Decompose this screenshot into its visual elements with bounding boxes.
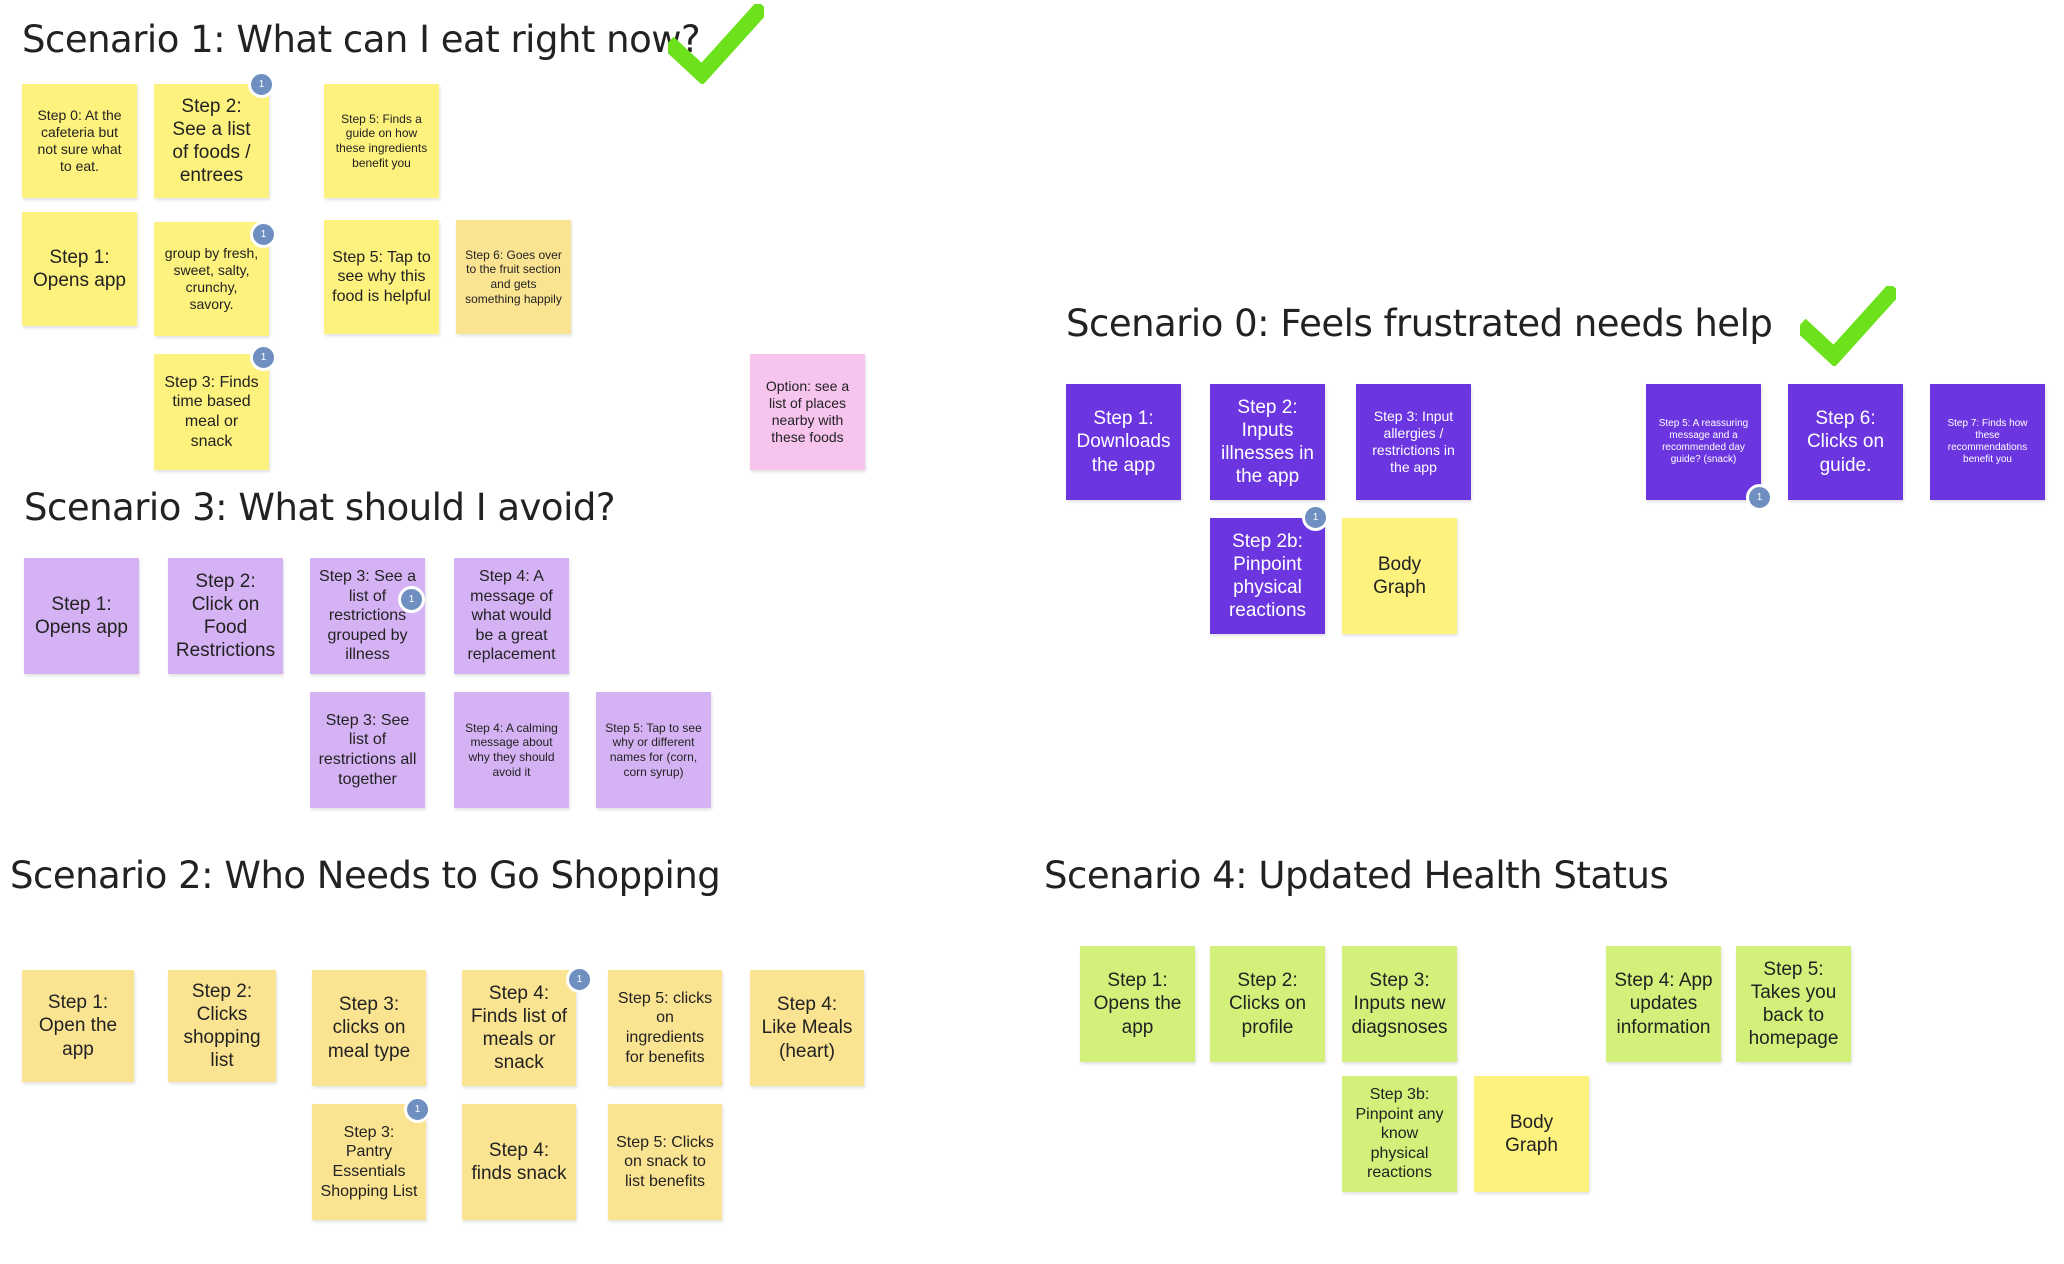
sticky-note: Step 3: Input allergies / restrictions i… [1356,384,1471,500]
comment-badge-icon[interactable]: 1 [1746,484,1773,511]
sticky-note: Step 0: At the cafeteria but not sure wh… [22,84,137,198]
sticky-note: Step 7: Finds how these recommendations … [1930,384,2045,500]
sticky-note: Step 6: Goes over to the fruit section a… [456,220,571,334]
sticky-note: Step 4: A message of what would be a gre… [454,558,569,674]
sticky-note: Step 3: See a list of restrictions group… [310,558,425,674]
sticky-note: Step 5: Tap to see why this food is help… [324,220,439,334]
sticky-note: Step 3: See list of restrictions all tog… [310,692,425,808]
comment-badge-icon[interactable]: 1 [404,1096,431,1123]
sticky-note: Option: see a list of places nearby with… [750,354,865,470]
comment-badge-icon[interactable]: 1 [1302,504,1329,531]
sticky-note: Step 1: Opens app [22,212,137,326]
sticky-note: Step 2: Click on Food Restrictions [168,558,283,674]
sticky-note: Step 1: Downloads the app [1066,384,1181,500]
sticky-note: Step 5: clicks on ingredients for benefi… [608,970,722,1086]
sticky-note: Step 4: finds snack [462,1104,576,1220]
sticky-note: Step 4: Like Meals (heart) [750,970,864,1086]
scenario-0-heading: Scenario 0: Feels frustrated needs help [1066,302,1773,345]
comment-badge-icon[interactable]: 1 [250,221,277,248]
checkmark-icon [668,4,764,84]
sticky-note: Step 5: A reassuring message and a recom… [1646,384,1761,500]
sticky-note: Step 5: Tap to see why or different name… [596,692,711,808]
sticky-note: Step 5: Clicks on snack to list benefits [608,1104,722,1220]
sticky-note: Step 3: clicks on meal type [312,970,426,1086]
sticky-note: Step 5: Finds a guide on how these ingre… [324,84,439,198]
comment-badge-icon[interactable]: 1 [566,966,593,993]
sticky-note: Step 5: Takes you back to homepage [1736,946,1851,1062]
checkmark-icon [1800,286,1896,366]
sticky-note: Step 6: Clicks on guide. [1788,384,1903,500]
sticky-note: Step 3: Finds time based meal or snack [154,354,269,470]
scenario-3-heading: Scenario 3: What should I avoid? [24,486,615,529]
scenario-2-heading: Scenario 2: Who Needs to Go Shopping [10,854,721,897]
sticky-note: group by fresh, sweet, salty, crunchy, s… [154,222,269,336]
sticky-note: Body Graph [1342,518,1457,634]
sticky-note: Body Graph [1474,1076,1589,1192]
sticky-note: Step 2: Clicks on profile [1210,946,1325,1062]
sticky-note: Step 2: Clicks shopping list [168,970,276,1082]
sticky-note: Step 2: See a list of foods / entrees [154,84,269,198]
sticky-note: Step 3: Pantry Essentials Shopping List [312,1104,426,1220]
comment-badge-icon[interactable]: 1 [248,71,275,98]
sticky-note: Step 2b: Pinpoint physical reactions [1210,518,1325,634]
scenario-1-heading: Scenario 1: What can I eat right now? [22,18,701,61]
comment-badge-icon[interactable]: 1 [398,586,425,613]
sticky-note: Step 4: App updates information [1606,946,1721,1062]
comment-badge-icon[interactable]: 1 [250,344,277,371]
sticky-note: Step 4: Finds list of meals or snack [462,970,576,1086]
scenario-4-heading: Scenario 4: Updated Health Status [1044,854,1669,897]
sticky-note: Step 1: Opens the app [1080,946,1195,1062]
sticky-note: Step 3b: Pinpoint any know physical reac… [1342,1076,1457,1192]
sticky-note: Step 4: A calming message about why they… [454,692,569,808]
sticky-note: Step 2: Inputs illnesses in the app [1210,384,1325,500]
sticky-note: Step 1: Opens app [24,558,139,674]
sticky-note: Step 3: Inputs new diagsnoses [1342,946,1457,1062]
sticky-note: Step 1: Open the app [22,970,134,1082]
